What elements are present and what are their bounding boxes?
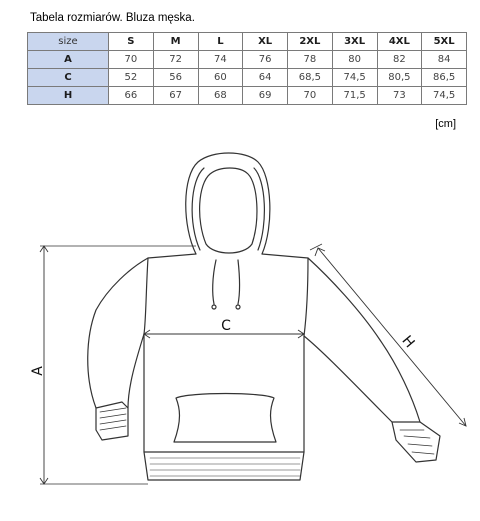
- hoodie-diagram: A C H: [30, 152, 467, 485]
- unit-label: [cm]: [435, 118, 456, 130]
- col-header: S: [108, 32, 154, 51]
- table-cell: 67: [152, 86, 199, 105]
- table-cell: 78: [287, 50, 333, 69]
- table-cell: 52: [108, 68, 154, 87]
- table-cell: 74,5: [421, 86, 467, 105]
- table-cell: 70: [108, 50, 154, 69]
- table-row: H 66 67 68 69 70 71,5 73 74,5: [27, 86, 467, 105]
- col-header: 2XL: [287, 32, 333, 51]
- col-header: M: [152, 32, 199, 51]
- size-table: size S M L XL 2XL 3XL 4XL 5XL A 70 72 74…: [27, 32, 467, 105]
- measure-label-c: C: [221, 318, 231, 334]
- table-cell: 82: [376, 50, 423, 69]
- table-cell: 86,5: [421, 68, 467, 87]
- table-cell: 80,5: [376, 68, 423, 87]
- col-header: 3XL: [331, 32, 378, 51]
- table-cell: 71,5: [331, 86, 378, 105]
- hoodie-outline-icon: [87, 152, 441, 481]
- col-header: XL: [242, 32, 288, 51]
- chart-title: Tabela rozmiarów. Bluza męska.: [30, 12, 195, 24]
- table-cell: 84: [421, 50, 467, 69]
- table-cell: 60: [197, 68, 244, 87]
- table-row: C 52 56 60 64 68,5 74,5 80,5 86,5: [27, 68, 467, 87]
- measure-label-a: A: [30, 366, 46, 376]
- table-cell: 64: [242, 68, 288, 87]
- col-header: 4XL: [376, 32, 423, 51]
- table-cell: 66: [108, 86, 154, 105]
- table-cell: 69: [242, 86, 288, 105]
- table-cell: 56: [152, 68, 199, 87]
- table-cell: 74,5: [331, 68, 378, 87]
- measurement-lines: [39, 243, 467, 485]
- table-cell: 80: [331, 50, 378, 69]
- col-header: 5XL: [421, 32, 467, 51]
- table-cell: 73: [376, 86, 423, 105]
- table-cell: 68,5: [287, 68, 333, 87]
- table-header-row: size S M L XL 2XL 3XL 4XL 5XL: [27, 32, 467, 51]
- table-row: A 70 72 74 76 78 80 82 84: [27, 50, 467, 69]
- table-cell: 68: [197, 86, 244, 105]
- row-label: H: [27, 86, 109, 105]
- row-label: A: [27, 50, 109, 69]
- col-header: L: [197, 32, 244, 51]
- row-label: C: [27, 68, 109, 87]
- table-cell: 76: [242, 50, 288, 69]
- table-cell: 74: [197, 50, 244, 69]
- table-cell: 72: [152, 50, 199, 69]
- header-size-label: size: [27, 32, 109, 51]
- table-cell: 70: [287, 86, 333, 105]
